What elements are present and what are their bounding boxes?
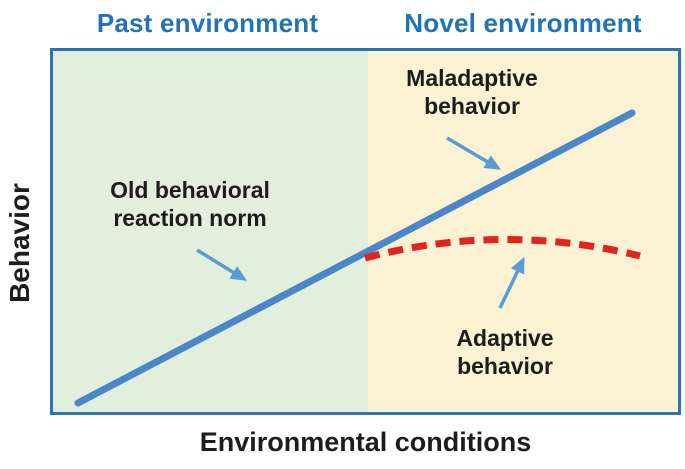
adaptive-behavior-label: Adaptive behavior <box>418 324 592 380</box>
adaptive-behavior-label-line1: Adaptive <box>456 325 554 351</box>
novel-environment-header: Novel environment <box>404 7 642 38</box>
old-reaction-norm-label-line2: reaction norm <box>113 205 267 232</box>
maladaptive-behavior-label-line1: Maladaptive <box>406 65 538 91</box>
old-reaction-norm-label: Old behavioral reaction norm <box>78 176 302 232</box>
maladaptive-behavior-label-line2: behavior <box>424 93 520 120</box>
y-axis-label: Behavior <box>4 183 35 303</box>
past-environment-header: Past environment <box>96 7 319 38</box>
x-axis-label: Environmental conditions <box>199 427 532 457</box>
maladaptive-behavior-label: Maladaptive behavior <box>383 64 561 120</box>
old-reaction-norm-label-line1: Old behavioral <box>110 177 270 203</box>
adaptive-behavior-label-line2: behavior <box>457 353 553 380</box>
